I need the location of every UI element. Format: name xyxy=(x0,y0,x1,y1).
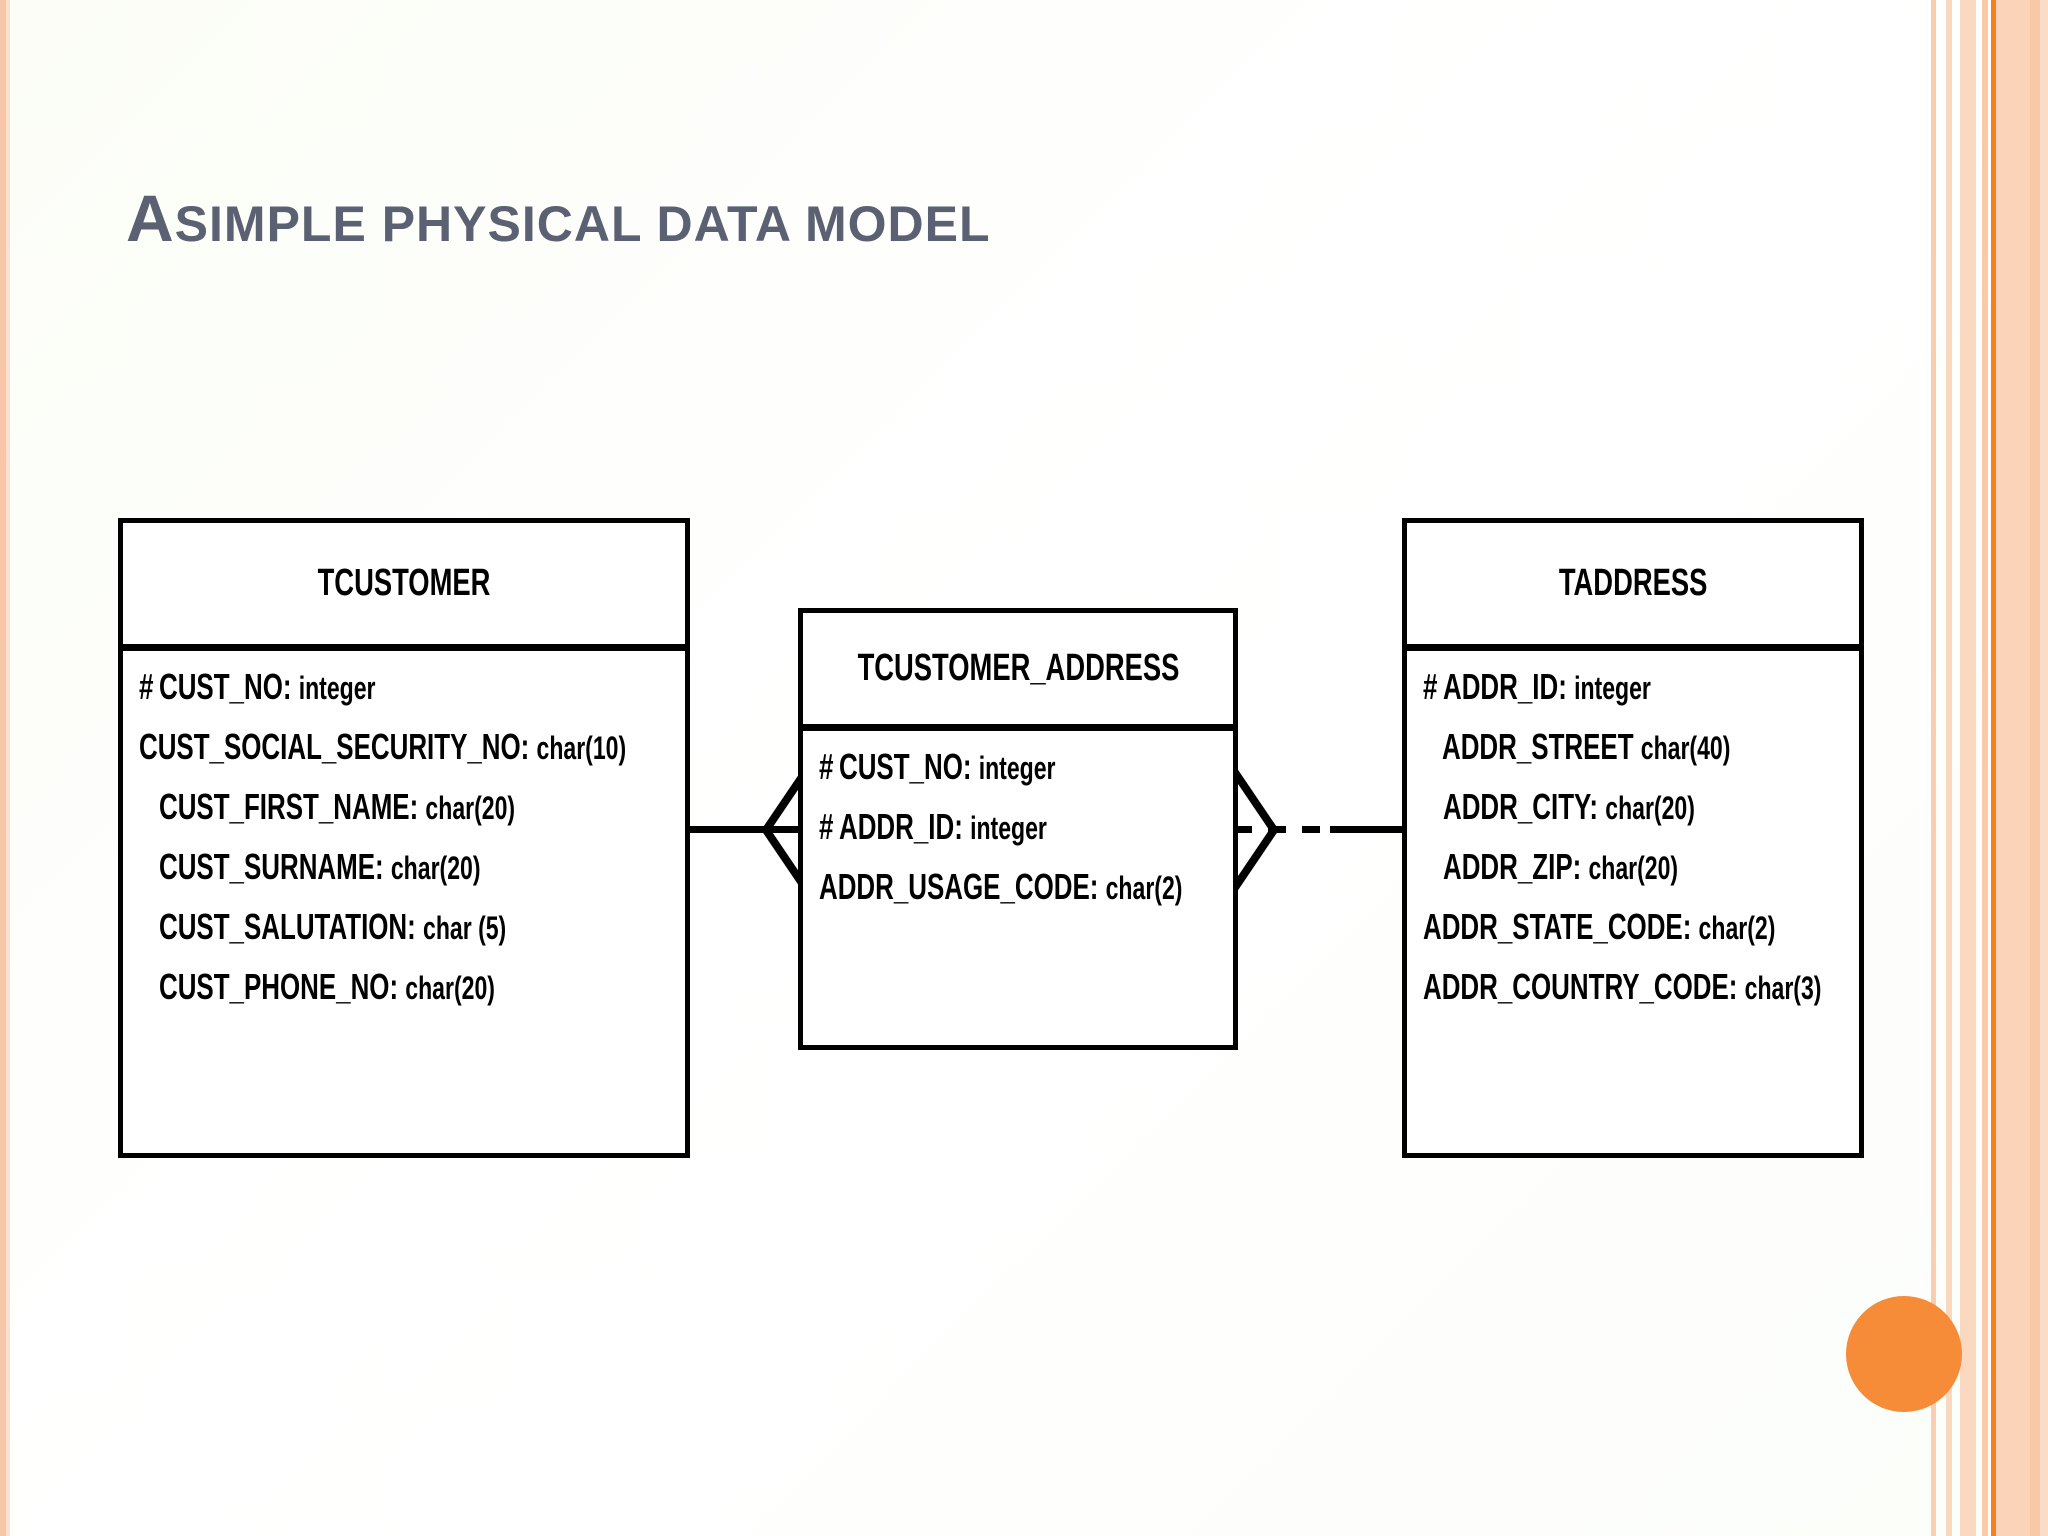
attribute-row: CUST_FIRST_NAME: char(20) xyxy=(139,789,669,825)
right-border-accent-line xyxy=(1991,0,1996,1536)
attribute-row: # CUST_NO: integer xyxy=(819,749,1217,785)
attribute-type: char(20) xyxy=(405,970,495,1006)
attribute-type: char(20) xyxy=(390,850,481,886)
attribute-name: ADDR_STREET xyxy=(1442,726,1634,767)
attribute-type: char(3) xyxy=(1744,970,1822,1006)
entity-header-taddress: TADDRESS xyxy=(1407,523,1859,651)
attribute-type: char(2) xyxy=(1105,870,1183,906)
page-title-initial: A xyxy=(126,181,175,255)
entity-header-tcustomer: TCUSTOMER xyxy=(123,523,685,651)
attribute-name: CUST_SOCIAL_SECURITY_NO: xyxy=(139,726,530,767)
attribute-list-tcustomer: # CUST_NO: integer CUST_SOCIAL_SECURITY_… xyxy=(123,651,685,1021)
page-title-rest: SIMPLE PHYSICAL DATA MODEL xyxy=(174,196,991,252)
attribute-row: # ADDR_ID: integer xyxy=(1423,669,1843,705)
attribute-type: char(2) xyxy=(1698,910,1776,946)
attribute-name: ADDR_USAGE_CODE: xyxy=(819,866,1099,907)
relationship-custaddr-to-addr xyxy=(1234,826,1406,834)
attribute-name: ADDR_COUNTRY_CODE: xyxy=(1423,966,1738,1007)
attribute-name: CUST_SALUTATION: xyxy=(159,906,416,947)
attribute-row: # ADDR_ID: integer xyxy=(819,809,1217,845)
attribute-row: CUST_PHONE_NO: char(20) xyxy=(139,969,669,1005)
attribute-list-taddress: # ADDR_ID: integer ADDR_STREET char(40) … xyxy=(1407,651,1859,1021)
attribute-type: char(20) xyxy=(425,790,516,826)
attribute-name: CUST_NO: xyxy=(839,746,972,787)
entity-taddress[interactable]: TADDRESS # ADDR_ID: integer ADDR_STREET … xyxy=(1402,518,1864,1158)
attribute-row: ADDR_USAGE_CODE: char(2) xyxy=(819,869,1217,905)
attribute-name: ADDR_ID: xyxy=(1443,666,1567,707)
entity-title: TCUSTOMER_ADDRESS xyxy=(857,647,1179,689)
attribute-name: ADDR_CITY: xyxy=(1443,786,1599,827)
attribute-row: CUST_SURNAME: char(20) xyxy=(139,849,669,885)
entity-tcustomer-address[interactable]: TCUSTOMER_ADDRESS # CUST_NO: integer # A… xyxy=(798,608,1238,1050)
attribute-name: CUST_NO: xyxy=(159,666,292,707)
attribute-row: ADDR_CITY: char(20) xyxy=(1423,789,1843,825)
right-border-stripe-2 xyxy=(1946,0,1952,1536)
attribute-row: ADDR_ZIP: char(20) xyxy=(1423,849,1843,885)
primary-key-icon: # xyxy=(819,746,834,787)
page-title: ASIMPLE PHYSICAL DATA MODEL xyxy=(126,180,991,256)
attribute-type: char(40) xyxy=(1641,730,1731,766)
right-border-stripe-5 xyxy=(1996,0,2030,1536)
attribute-name: ADDR_ID: xyxy=(839,806,963,847)
right-border-stripe-4 xyxy=(1982,0,1988,1536)
entity-title: TADDRESS xyxy=(1558,562,1708,604)
attribute-row: ADDR_COUNTRY_CODE: char(3) xyxy=(1423,969,1843,1005)
relationship-cust-to-custaddr xyxy=(686,826,802,833)
attribute-name: ADDR_STATE_CODE: xyxy=(1423,906,1692,947)
entity-header-tcustomer-address: TCUSTOMER_ADDRESS xyxy=(803,613,1233,731)
relationship-line-solid xyxy=(1330,826,1406,833)
attribute-type: integer xyxy=(970,810,1047,846)
attribute-type: char(10) xyxy=(536,730,627,766)
attribute-name: ADDR_ZIP: xyxy=(1443,846,1582,887)
entity-title: TCUSTOMER xyxy=(317,562,491,604)
right-border-stripe-1 xyxy=(1931,0,1936,1536)
primary-key-icon: # xyxy=(1423,666,1438,707)
attribute-row: ADDR_STREET char(40) xyxy=(1423,729,1843,765)
primary-key-icon: # xyxy=(819,806,834,847)
attribute-type: char(20) xyxy=(1588,850,1679,886)
left-border-stripe-outer xyxy=(0,0,6,1536)
right-border-stripe-7 xyxy=(2040,0,2048,1536)
accent-circle-decoration xyxy=(1846,1296,1962,1412)
attribute-list-tcustomer-address: # CUST_NO: integer # ADDR_ID: integer AD… xyxy=(803,731,1233,921)
attribute-name: CUST_SURNAME: xyxy=(159,846,384,887)
left-border-stripe-inner xyxy=(6,0,10,1536)
attribute-row: ADDR_STATE_CODE: char(2) xyxy=(1423,909,1843,945)
attribute-row: CUST_SALUTATION: char (5) xyxy=(139,909,669,945)
right-border-stripe-3 xyxy=(1960,0,1976,1536)
primary-key-icon: # xyxy=(139,666,154,707)
attribute-row: CUST_SOCIAL_SECURITY_NO: char(10) xyxy=(139,729,669,765)
attribute-type: char(20) xyxy=(1605,790,1695,826)
relationship-line-dashed xyxy=(1234,826,1338,833)
attribute-name: CUST_PHONE_NO: xyxy=(159,966,399,1007)
entity-tcustomer[interactable]: TCUSTOMER # CUST_NO: integer CUST_SOCIAL… xyxy=(118,518,690,1158)
attribute-type: char (5) xyxy=(423,910,507,946)
right-border-stripe-6 xyxy=(2030,0,2040,1536)
attribute-name: CUST_FIRST_NAME: xyxy=(159,786,419,827)
attribute-type: integer xyxy=(298,670,376,706)
attribute-type: integer xyxy=(1574,670,1651,706)
relationship-line xyxy=(686,826,802,833)
attribute-row: # CUST_NO: integer xyxy=(139,669,669,705)
attribute-type: integer xyxy=(978,750,1056,786)
